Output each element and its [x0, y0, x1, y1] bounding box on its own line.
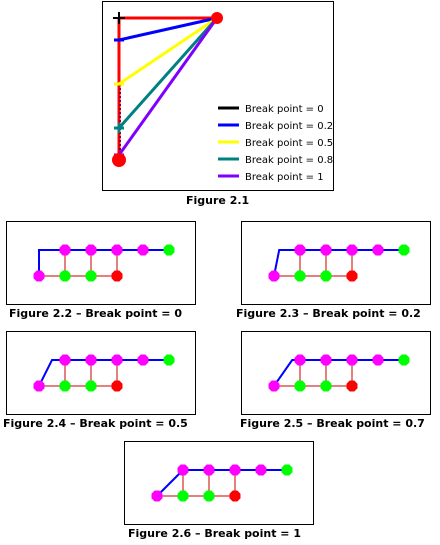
top-end-node: [398, 244, 410, 256]
bottom-node: [294, 270, 306, 282]
bottom-node: [85, 270, 97, 282]
figure-2-1-diagram: Break point = 0 Break point = 0.2 Break …: [112, 12, 333, 183]
bottom-start-node: [268, 270, 280, 282]
legend-label-3: Break point = 0.8: [245, 155, 333, 166]
legend-label-4: Break point = 1: [245, 172, 324, 183]
figure-2-1-caption: Figure 2.1: [186, 194, 250, 207]
figure-2-2-caption: Figure 2.2 – Break point = 0: [9, 307, 183, 320]
figure-2-1-panel: Break point = 0 Break point = 0.2 Break …: [102, 1, 334, 191]
top-node: [320, 244, 332, 256]
figure-2-3-panel: [241, 221, 431, 305]
left-connector-line: [38, 249, 65, 276]
figure-2-5-panel: [241, 331, 431, 415]
bottom-end-node: [346, 270, 358, 282]
bottom-end-node: [111, 380, 123, 392]
blue-break-line: [118, 16, 218, 42]
figure-2-3-caption: Figure 2.3 – Break point = 0.2: [236, 307, 421, 320]
top-node: [203, 464, 215, 476]
figure-2-2-panel: [6, 221, 196, 305]
bottom-node: [320, 270, 332, 282]
top-end-node: [163, 244, 175, 256]
top-node: [229, 464, 241, 476]
bottom-start-node: [33, 270, 45, 282]
teal-break-line: [117, 17, 219, 129]
figure-2-2-diagram: [33, 244, 175, 282]
top-node: [111, 244, 123, 256]
bottom-end-node: [111, 270, 123, 282]
top-node: [320, 354, 332, 366]
figure-2-6-caption: Figure 2.6 – Break point = 1: [128, 527, 302, 540]
top-node: [177, 464, 189, 476]
top-node: [294, 354, 306, 366]
figure-2-3-diagram: [268, 244, 410, 282]
yellow-break-line: [118, 16, 218, 86]
top-node: [346, 244, 358, 256]
top-node: [137, 354, 149, 366]
figure-2-5-diagram: [268, 354, 410, 392]
bottom-node: [294, 380, 306, 392]
top-node: [372, 244, 384, 256]
legend-label-2: Break point = 0.5: [245, 138, 333, 149]
top-node: [372, 354, 384, 366]
bottom-node: [59, 270, 71, 282]
legend: Break point = 0 Break point = 0.2 Break …: [218, 104, 333, 183]
bottom-node: [177, 490, 189, 502]
top-end-node: [163, 354, 175, 366]
figure-2-5-caption: Figure 2.5 – Break point = 0.7: [240, 417, 425, 430]
top-node: [137, 244, 149, 256]
bottom-end-node: [229, 490, 241, 502]
bottom-node: [203, 490, 215, 502]
end-node-top: [211, 12, 223, 24]
left-connector-line: [156, 469, 184, 497]
top-end-node: [281, 464, 293, 476]
bottom-start-node: [33, 380, 45, 392]
figure-2-6-diagram: [151, 464, 293, 502]
top-node: [59, 354, 71, 366]
top-node: [85, 354, 97, 366]
legend-label-1: Break point = 0.2: [245, 121, 333, 132]
bottom-end-node: [346, 380, 358, 392]
end-node-bottom: [112, 153, 126, 167]
figure-2-6-panel: [124, 441, 314, 525]
bottom-start-node: [268, 380, 280, 392]
top-node: [255, 464, 267, 476]
figure-2-4-caption: Figure 2.4 – Break point = 0.5: [3, 417, 188, 430]
bottom-node: [85, 380, 97, 392]
left-connector-line: [273, 249, 300, 277]
top-node: [111, 354, 123, 366]
figure-2-4-panel: [6, 331, 196, 415]
legend-label-0: Break point = 0: [245, 104, 324, 115]
top-node: [85, 244, 97, 256]
top-node: [346, 354, 358, 366]
purple-break-line: [117, 17, 219, 156]
bottom-node: [59, 380, 71, 392]
bottom-start-node: [151, 490, 163, 502]
top-node: [59, 244, 71, 256]
bottom-node: [320, 380, 332, 392]
top-end-node: [398, 354, 410, 366]
figure-2-4-diagram: [33, 354, 175, 392]
top-node: [294, 244, 306, 256]
